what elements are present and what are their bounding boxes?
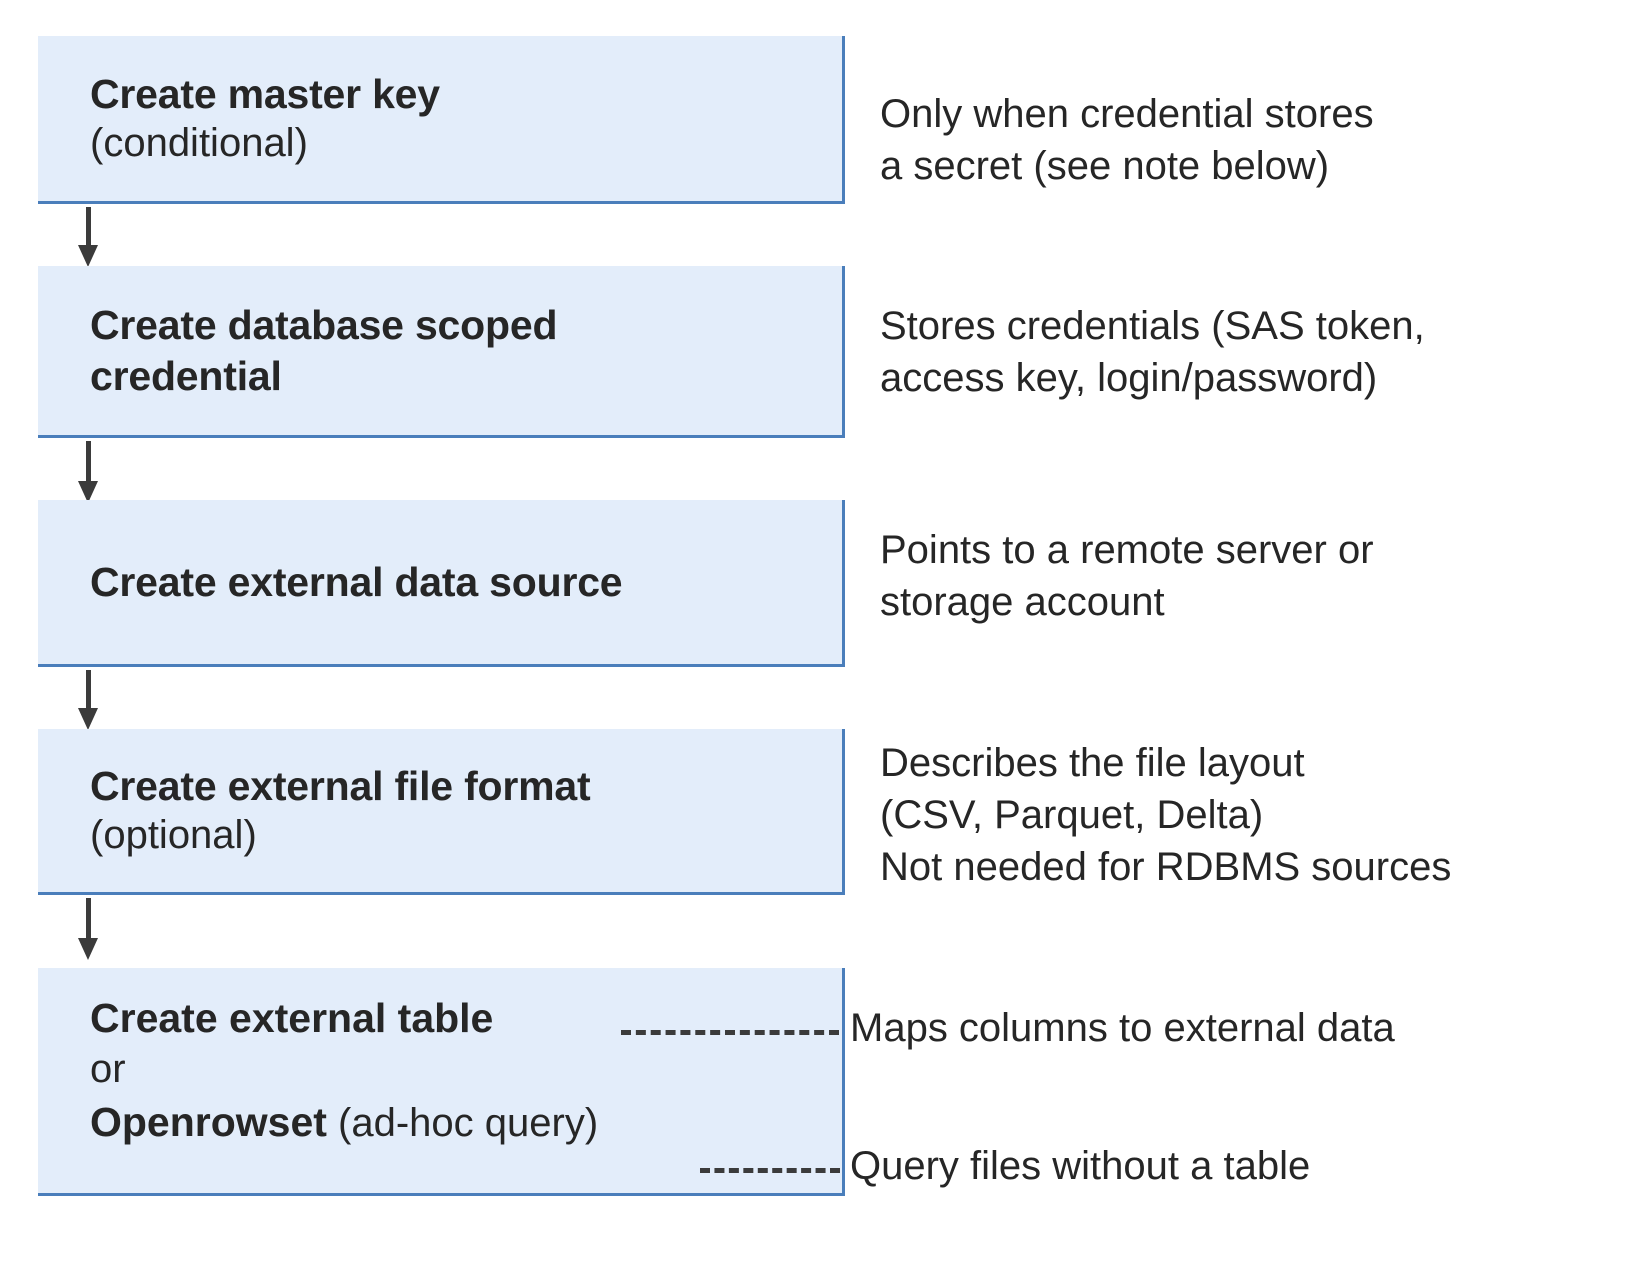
step-box-create-database-scoped-credential[interactable]: Create database scoped credential bbox=[38, 266, 845, 438]
final-separator: or bbox=[90, 1047, 126, 1092]
final-option-two-label: Openrowset bbox=[90, 1098, 327, 1145]
step-note-create-external-file-format: Describes the file layout (CSV, Parquet,… bbox=[880, 741, 1452, 889]
step-note-create-database-scoped-credential: Stores credentials (SAS token, access ke… bbox=[880, 304, 1425, 400]
step-row-create-master-key: Create master key (conditional) Only whe… bbox=[0, 36, 1638, 204]
step-subtitle: (conditional) bbox=[90, 121, 308, 166]
final-option-one-label: Create external table bbox=[90, 995, 494, 1041]
step-title: Create external file format bbox=[90, 763, 591, 810]
final-option-one[interactable]: Create external table bbox=[90, 992, 842, 1044]
step-note-create-external-data-source: Points to a remote server or storage acc… bbox=[880, 528, 1374, 624]
step-box-create-external-file-format[interactable]: Create external file format (optional) bbox=[38, 729, 845, 895]
step-row-create-database-scoped-credential: Create database scoped credential Stores… bbox=[0, 266, 1638, 438]
final-note-one: Maps columns to external data bbox=[850, 1006, 1395, 1050]
step-title: Create external data source bbox=[90, 558, 623, 605]
step-box-create-external-data-source[interactable]: Create external data source bbox=[38, 500, 845, 667]
step-row-create-external-file-format: Create external file format (optional) D… bbox=[0, 729, 1638, 895]
final-option-two-suffix: (ad-hoc query) bbox=[326, 1100, 599, 1145]
step-subtitle: (optional) bbox=[90, 813, 257, 858]
step-note-create-master-key: Only when credential stores a secret (se… bbox=[880, 92, 1374, 188]
final-option-two[interactable]: Openrowset (ad-hoc query) bbox=[90, 1096, 842, 1149]
dashed-connector-2 bbox=[700, 1168, 840, 1173]
final-note-two: Query files without a table bbox=[850, 1144, 1311, 1188]
step-title: Create master key bbox=[90, 71, 440, 118]
step-title: Create database scoped credential bbox=[90, 302, 558, 399]
step-box-create-master-key[interactable]: Create master key (conditional) bbox=[38, 36, 845, 204]
step-row-create-external-table-or-openrowset: Create external table or Openrowset (ad-… bbox=[0, 968, 1638, 1196]
dashed-connector-1 bbox=[621, 1030, 839, 1035]
step-row-create-external-data-source: Create external data source Points to a … bbox=[0, 500, 1638, 667]
step-box-create-external-table-or-openrowset[interactable]: Create external table or Openrowset (ad-… bbox=[38, 968, 845, 1196]
